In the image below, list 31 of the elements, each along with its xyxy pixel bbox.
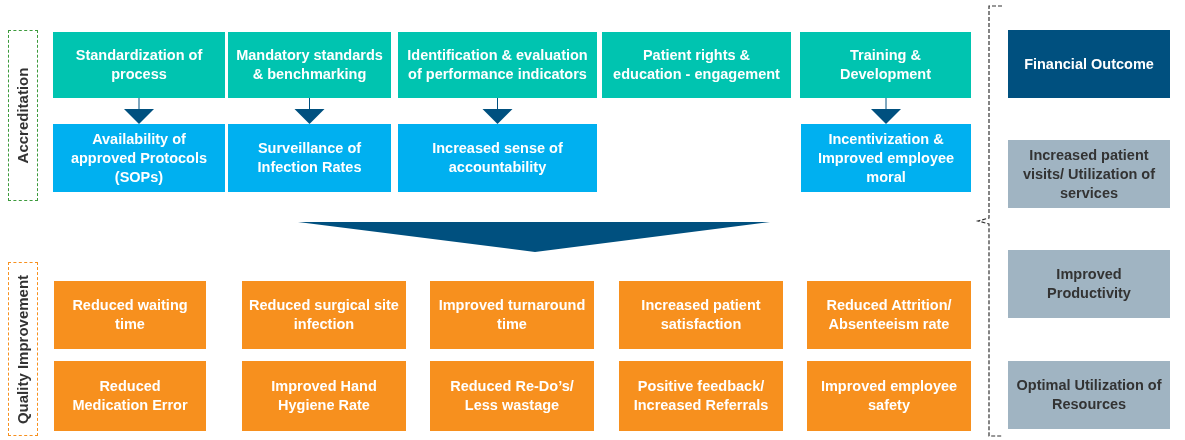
improvement-box: Increased patient satisfaction — [619, 281, 783, 349]
process-box: Standardization of process — [53, 32, 225, 98]
result-box: Incentivization & Improved employee moral — [801, 124, 971, 192]
improvement-box: Reduced Attrition/ Absenteeism rate — [807, 281, 971, 349]
arrow — [871, 97, 901, 124]
arrow — [482, 97, 513, 124]
improvement-box: Reduced waiting time — [54, 281, 206, 349]
improvement-box: Reduced Medication Error — [54, 361, 206, 431]
section-label: Accreditation — [13, 67, 33, 164]
process-box: Patient rights & education - engagement — [602, 32, 791, 98]
dashed-frame — [8, 262, 38, 436]
outcome-box: Increased patient visits/ Utilization of services — [1008, 140, 1170, 208]
improvement-box: Reduced surgical site infection — [242, 281, 406, 349]
improvement-box: Improved turnaround time — [430, 281, 594, 349]
process-box: Mandatory standards & benchmarking — [228, 32, 391, 98]
result-box: Increased sense of accountability — [398, 124, 597, 192]
result-box: Surveillance of Infection Rates — [228, 124, 391, 192]
outcome-box: Improved Productivity — [1008, 250, 1170, 318]
result-box: Availability of approved Protocols (SOPs) — [53, 124, 225, 192]
outcome-box: Financial Outcome — [1008, 30, 1170, 98]
process-box: Training & Development — [800, 32, 971, 98]
section-label: Quality Improvement — [13, 274, 33, 424]
process-box: Identification & evaluation of performance indicators — [398, 32, 597, 98]
dashed-frame — [8, 30, 38, 201]
improvement-box: Reduced Re-Do’s/ Less wastage — [430, 361, 594, 431]
improvement-box: Positive feedback/ Increased Referrals — [619, 361, 783, 431]
arrow — [124, 97, 154, 124]
improvement-box: Improved employee safety — [807, 361, 971, 431]
improvement-box: Improved Hand Hygiene Rate — [242, 361, 406, 431]
arrow — [294, 97, 325, 124]
outcome-box: Optimal Utilization of Resources — [1008, 361, 1170, 429]
